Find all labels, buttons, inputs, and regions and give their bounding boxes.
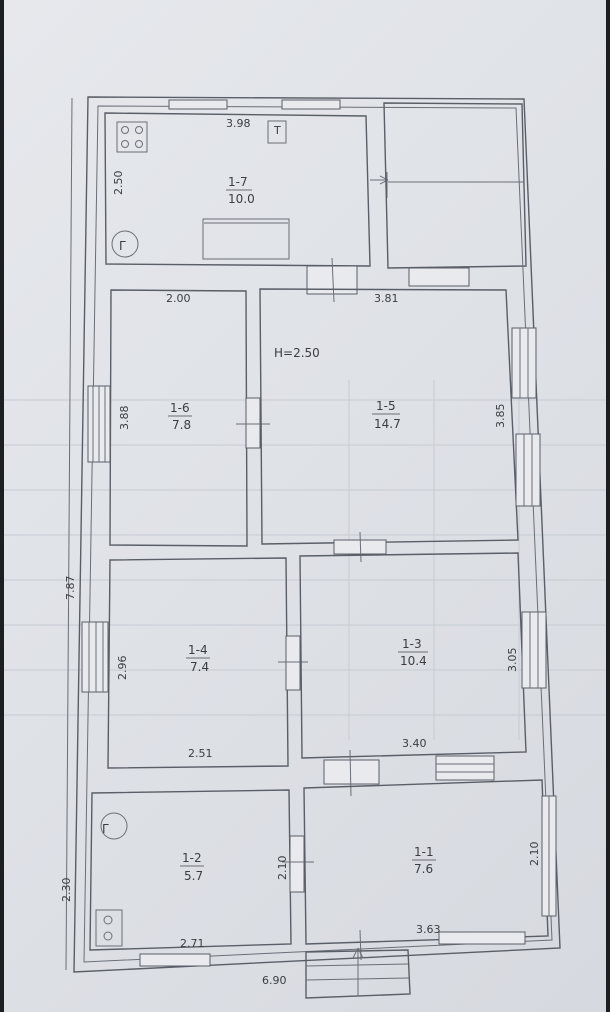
dim-overall-depth: 7.87 bbox=[64, 576, 77, 601]
outer-wall bbox=[73, 96, 561, 973]
dim-overall-width: 6.90 bbox=[262, 974, 287, 987]
room-area-1-4: 7.4 bbox=[190, 660, 209, 674]
dim-1-3-width: 3.40 bbox=[402, 737, 427, 750]
plan-photo: 3.98 2.50 1-7 10.0 Г T 2.00 3.88 1-6 7.8… bbox=[4, 0, 606, 1012]
door-1-4-1-3 bbox=[285, 635, 301, 691]
room-area-1-3: 10.4 bbox=[400, 654, 427, 668]
table-icon bbox=[202, 218, 290, 260]
dim-1-6-width: 2.00 bbox=[166, 292, 191, 305]
room-area-1-1: 7.6 bbox=[414, 862, 433, 876]
porch bbox=[305, 949, 411, 999]
room-1-4 bbox=[107, 557, 289, 769]
window-top-right bbox=[281, 99, 341, 110]
dim-1-3-depth: 3.05 bbox=[506, 648, 519, 673]
window-1-3 bbox=[521, 611, 547, 689]
room-id-1-3: 1-3 bbox=[402, 637, 422, 651]
window-1-4 bbox=[81, 621, 109, 693]
dim-1-7-width: 3.98 bbox=[226, 117, 251, 130]
room-1-2 bbox=[89, 789, 292, 951]
dim-1-2-depth: 2.10 bbox=[276, 856, 289, 881]
door-1-2-1-1 bbox=[289, 835, 305, 893]
door-1-3-1-1 bbox=[323, 759, 380, 785]
window-1-5-a bbox=[511, 327, 537, 399]
room-id-1-6: 1-6 bbox=[170, 401, 190, 415]
window-1-2 bbox=[139, 953, 211, 967]
storage-room bbox=[383, 102, 527, 269]
stove-symbol-2: Г bbox=[102, 822, 109, 836]
window-1-5-b bbox=[515, 433, 541, 507]
dim-1-4-width: 2.51 bbox=[188, 747, 213, 760]
room-id-1-2: 1-2 bbox=[182, 851, 202, 865]
outer-wall-inner bbox=[83, 105, 553, 963]
dim-1-4-depth: 2.96 bbox=[116, 656, 129, 681]
stove-symbol: Г bbox=[119, 239, 126, 253]
room-area-1-2: 5.7 bbox=[184, 869, 203, 883]
dim-1-6-depth: 3.88 bbox=[118, 406, 131, 431]
sink-symbol: T bbox=[273, 124, 281, 137]
sink-icon bbox=[267, 120, 287, 144]
chimney-icon-2 bbox=[100, 812, 128, 840]
room-area-1-7: 10.0 bbox=[228, 192, 255, 206]
dim-porch: 2.30 bbox=[60, 878, 73, 903]
room-1-1 bbox=[303, 779, 549, 945]
room-1-5 bbox=[259, 288, 519, 545]
dim-1-1-depth: 2.10 bbox=[528, 842, 541, 867]
stove-icon bbox=[116, 121, 148, 153]
window-1-1-bottom bbox=[438, 931, 526, 945]
chimney-icon bbox=[111, 230, 139, 258]
dim-1-7-depth: 2.50 bbox=[112, 171, 125, 196]
floor-plan: 3.98 2.50 1-7 10.0 Г T 2.00 3.88 1-6 7.8… bbox=[4, 96, 606, 999]
room-id-1-7: 1-7 bbox=[228, 175, 248, 189]
room-id-1-4: 1-4 bbox=[188, 643, 208, 657]
window-corridor bbox=[435, 755, 495, 781]
window-middle bbox=[408, 267, 470, 287]
dim-1-5-width: 3.81 bbox=[374, 292, 399, 305]
room-id-1-1: 1-1 bbox=[414, 845, 434, 859]
room-1-7 bbox=[104, 112, 371, 267]
dim-1-2-width: 2.71 bbox=[180, 937, 205, 950]
room-area-1-6: 7.8 bbox=[172, 418, 191, 432]
window-top-left bbox=[168, 99, 228, 110]
door-1-6-1-5 bbox=[245, 397, 261, 449]
dim-1-1-width: 3.63 bbox=[416, 923, 441, 936]
ceiling-height: H=2.50 bbox=[274, 346, 320, 360]
room-1-3 bbox=[299, 552, 527, 759]
room-id-1-5: 1-5 bbox=[376, 399, 396, 413]
stove-icon-2 bbox=[95, 909, 123, 947]
dim-1-5-depth: 3.85 bbox=[494, 404, 507, 429]
room-area-1-5: 14.7 bbox=[374, 417, 401, 431]
